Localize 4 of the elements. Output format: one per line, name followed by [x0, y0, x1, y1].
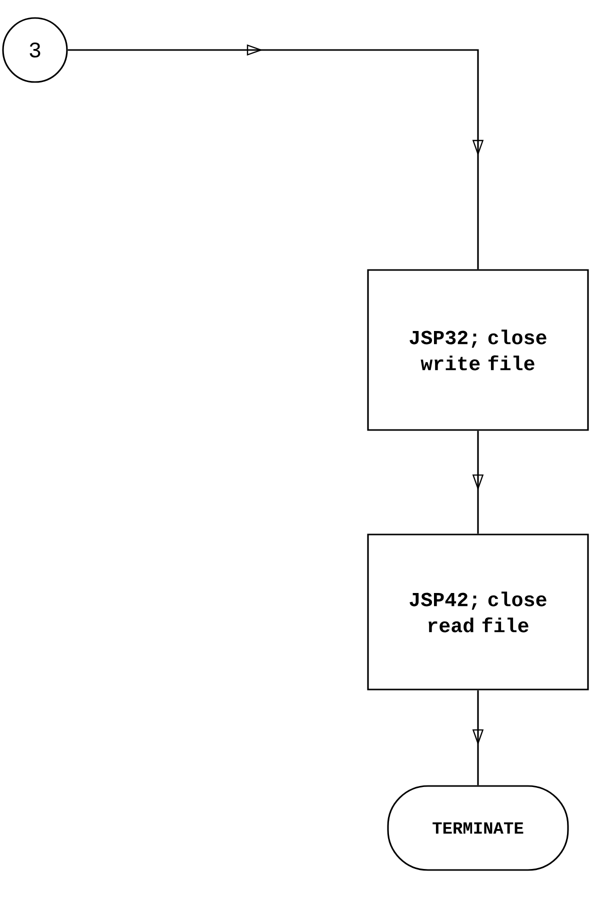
process-box: JSP42; close read file — [367, 534, 589, 690]
arrow — [68, 44, 484, 270]
terminator-box: TERMINATE — [387, 785, 569, 871]
process-box: JSP32; close write file — [367, 269, 589, 431]
